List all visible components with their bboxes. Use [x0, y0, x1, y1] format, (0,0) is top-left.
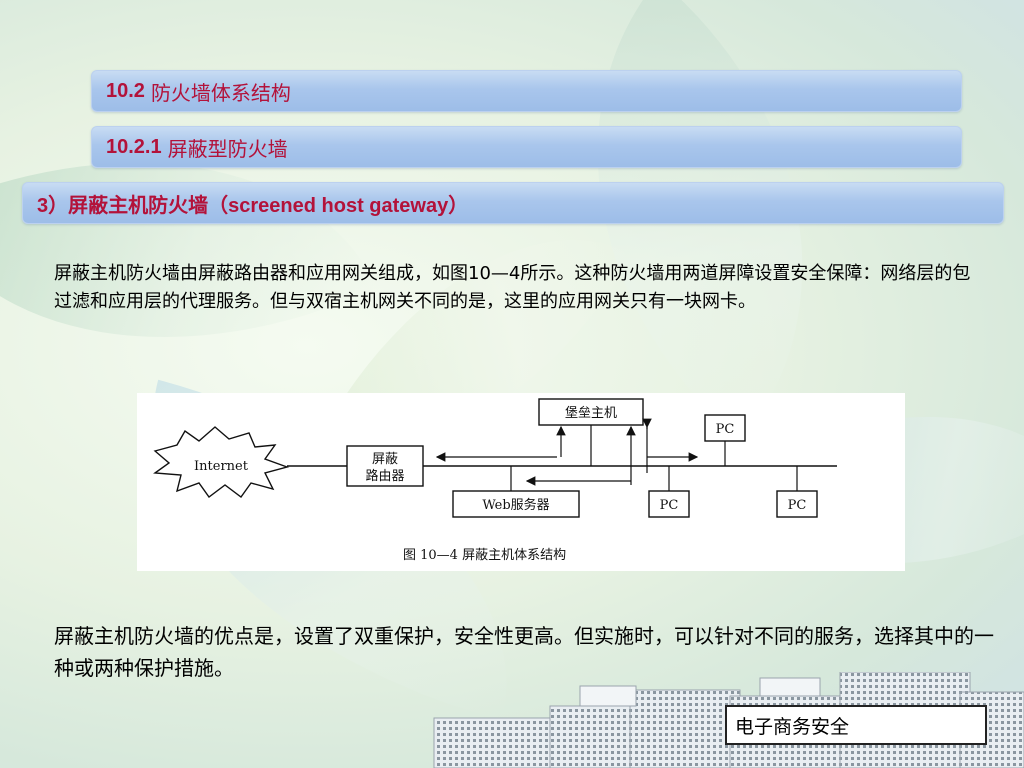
course-name: 电子商务安全 [735, 715, 850, 738]
figure-caption: 图 10—4 屏蔽主机体系结构 [403, 548, 566, 563]
internet-label: Internet [194, 459, 249, 474]
subsection-title-bar: 10.2.1 屏蔽型防火墙 [91, 126, 962, 168]
topic-title-bar: 3）屏蔽主机防火墙（screened host gateway） [22, 182, 1004, 224]
architecture-diagram: Internet 屏蔽 路由器 堡垒主机 Web服务器 PC PC [137, 393, 905, 571]
subsection-title: 屏蔽型防火墙 [167, 138, 288, 161]
web-server-box [452, 490, 580, 518]
web-server-label: Web服务器 [482, 497, 549, 513]
router-label-line1: 屏蔽 [372, 452, 398, 467]
subsection-number: 10.2.1 [106, 135, 162, 158]
course-name-box: 电子商务安全 [725, 705, 987, 745]
pc-label-right: PC [788, 498, 807, 513]
diagram-svg: Internet 屏蔽 路由器 堡垒主机 Web服务器 PC PC [153, 398, 837, 563]
section-title: 防火墙体系结构 [150, 82, 291, 105]
pc-box-mid [648, 490, 690, 518]
advantages-paragraph: 屏蔽主机防火墙的优点是，设置了双重保护，安全性更高。但实施时，可以针对不同的服务… [54, 624, 994, 680]
intro-paragraph: 屏蔽主机防火墙由屏蔽路由器和应用网关组成，如图10—4所示。这种防火墙用两道屏障… [54, 263, 971, 312]
topic-title: 3）屏蔽主机防火墙（screened host gateway） [37, 194, 469, 217]
pc-label-top: PC [716, 422, 735, 437]
pc-label-mid: PC [660, 498, 679, 513]
bastion-host-label: 堡垒主机 [565, 405, 617, 421]
router-box [346, 445, 424, 487]
section-title-bar: 10.2 防火墙体系结构 [91, 70, 962, 112]
router-label-line2: 路由器 [365, 468, 404, 484]
section-number: 10.2 [106, 79, 145, 102]
internet-cloud-shape [153, 426, 290, 498]
